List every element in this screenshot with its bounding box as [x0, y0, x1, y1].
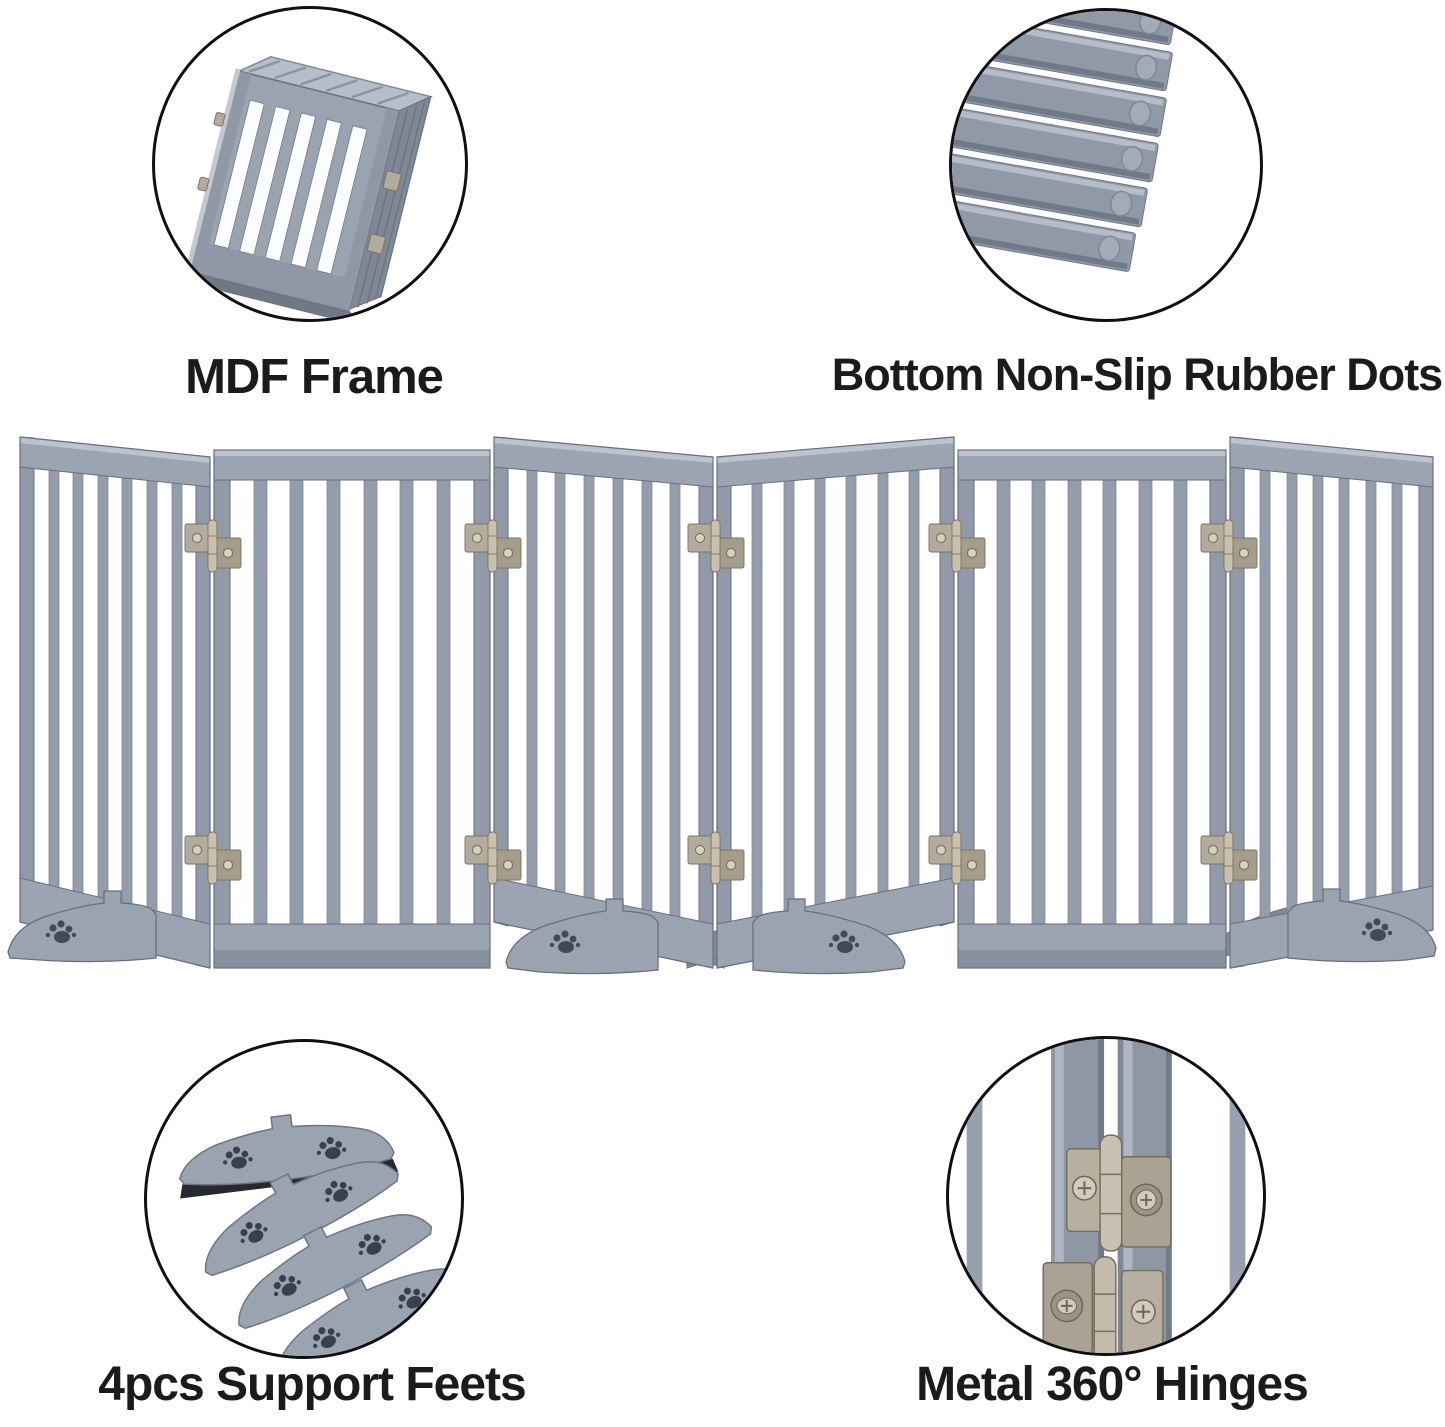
- support-feet-label: 4pcs Support Feets: [98, 1358, 526, 1411]
- mdf-frame-callout-circle: [152, 6, 468, 322]
- pet-gate-illustration: [7, 436, 1437, 975]
- gate-panel-5: [957, 449, 1227, 969]
- mdf-frame-label: MDF Frame: [185, 350, 444, 404]
- gate-support-feet: [7, 888, 1437, 975]
- gate-panel-2: [213, 449, 491, 969]
- gate-panel-4: [716, 436, 955, 969]
- paw-support-feet-icon: [147, 1042, 461, 1356]
- hinges-callout-circle: [946, 1036, 1266, 1356]
- gate-panel-1: [19, 436, 211, 969]
- rubber-dots-label: Bottom Non-Slip Rubber Dots: [831, 349, 1443, 400]
- rubber-dots-callout-circle: [949, 8, 1263, 322]
- hinges-label: Metal 360° Hinges: [916, 1358, 1309, 1411]
- double-metal-hinge-icon: [966, 1039, 1246, 1353]
- support-feet-callout-circle: [144, 1039, 464, 1359]
- gate-panel-3: [493, 436, 714, 969]
- panel-bottom-rubber-dots-icon: [952, 11, 1177, 272]
- folded-gate-stack-icon: [184, 56, 434, 319]
